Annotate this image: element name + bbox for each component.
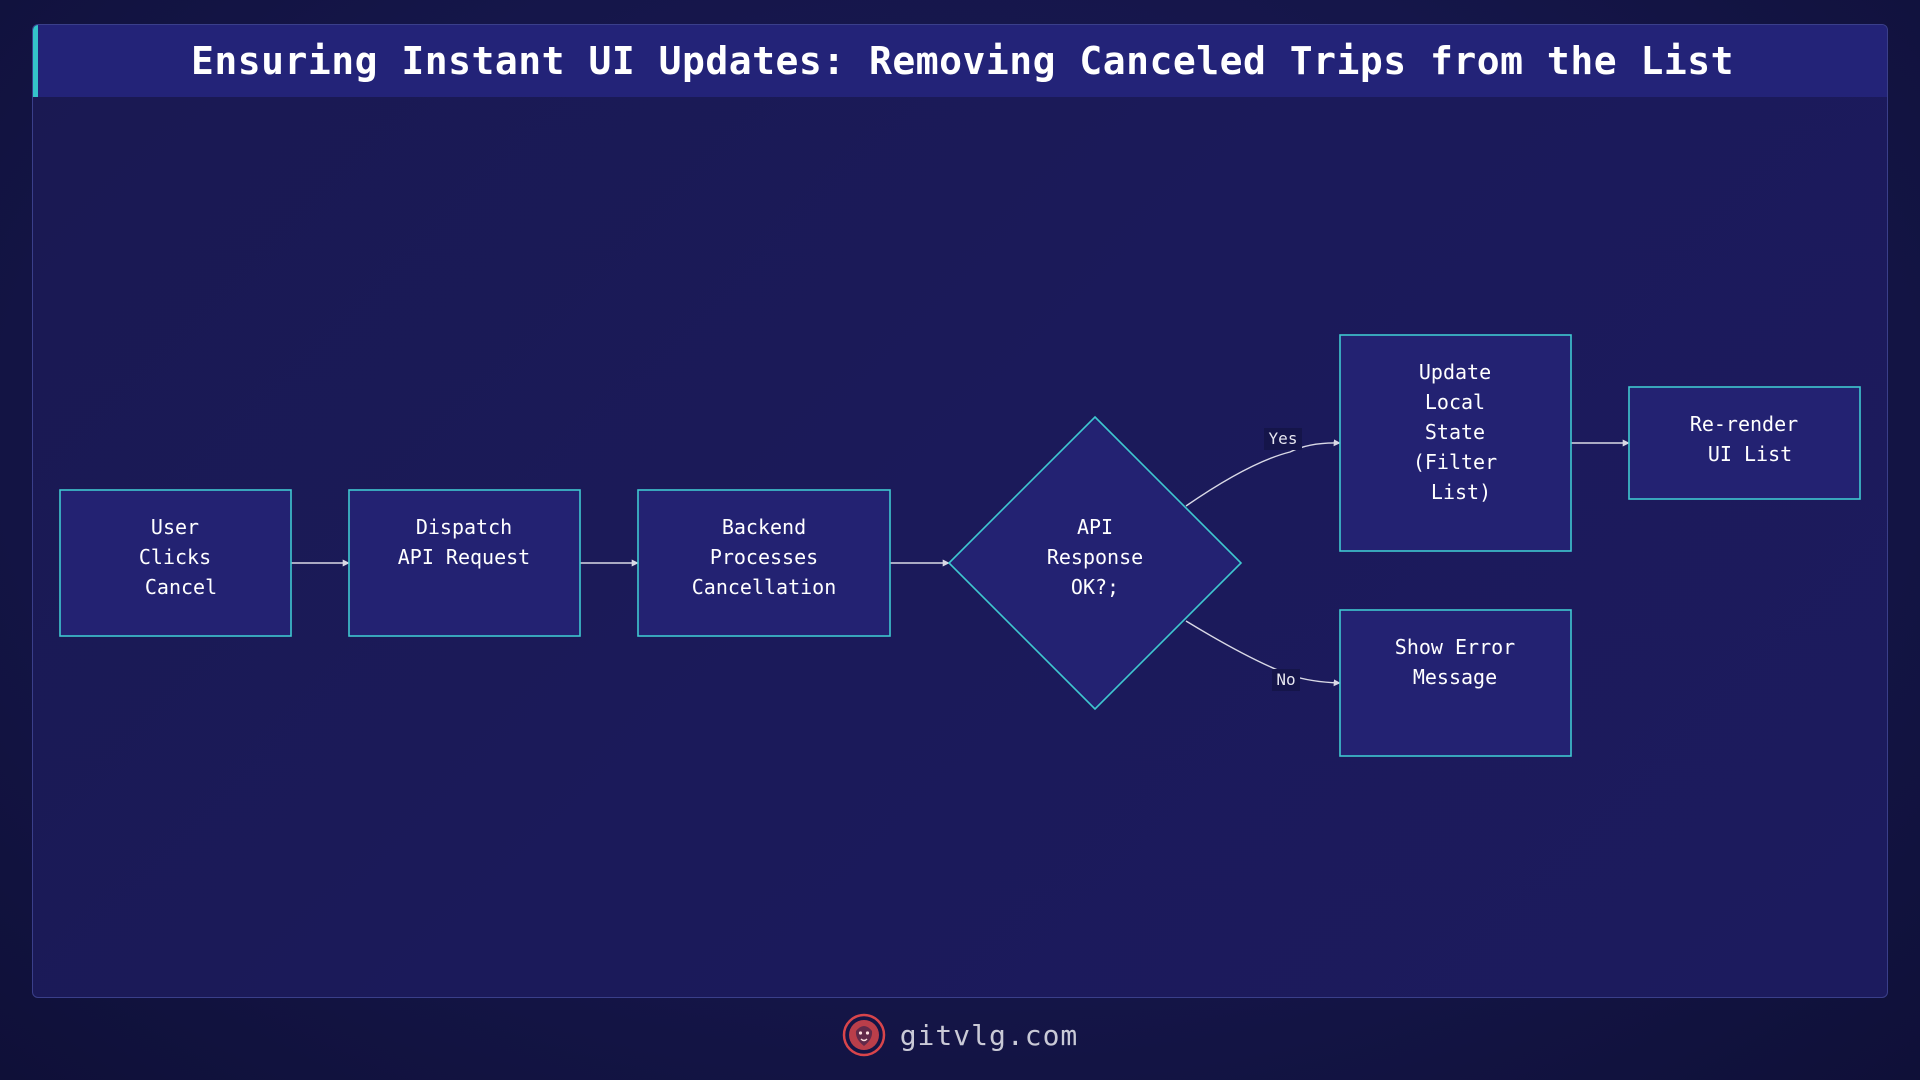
edge-api-response-ok-to-update-local-state [1185,439,1341,507]
edge-label-no: No [1272,669,1300,691]
node-label-line: Processes [710,545,818,569]
node-label-line: (Filter [1413,450,1497,474]
process-box [1339,609,1572,757]
process-box [1628,386,1861,500]
node-label-line: Re-render [1690,412,1798,436]
process-box [59,489,292,637]
process-box [637,489,891,637]
node-re-render-ui-list: Re-render UI List [1628,386,1861,500]
node-label-line: Clicks [139,545,211,569]
node-label-line: User [151,515,199,539]
node-label-line: OK?; [1071,575,1119,599]
node-label-line: Message [1413,665,1497,689]
edges-layer [291,439,1630,687]
node-label-line: Cancel [133,575,217,599]
edge-label-yes: Yes [1264,428,1302,450]
node-label-line: Response [1047,545,1143,569]
node-label-line: API Request [398,545,530,569]
node-label-line: API [1077,515,1113,539]
node-label-line: Update [1419,360,1491,384]
footer-site-text: gitvlg.com [899,1018,1079,1052]
footer: gitvlg.com [0,1010,1920,1060]
decision-diamond [947,415,1243,711]
node-label-line: Show Error [1395,635,1515,659]
node-label-line: List) [1419,480,1491,504]
lion-head-icon [842,1013,885,1057]
process-box [348,489,581,637]
edge-label-bg [1272,669,1300,691]
node-label-line: State [1425,420,1485,444]
node-label-line: Local [1425,390,1485,414]
node-label-line: Dispatch [416,515,512,539]
node-label-line: Backend [722,515,806,539]
process-box [1339,334,1572,552]
title-bar: Ensuring Instant UI Updates: Removing Ca… [33,25,1887,97]
diagram-title: Ensuring Instant UI Updates: Removing Ca… [191,39,1734,83]
node-label-line: UI List [1696,442,1792,466]
edge-label-text: Yes [1269,429,1298,448]
edge-label-bg [1264,428,1302,450]
edge-label-text: No [1276,670,1295,689]
edge-api-response-ok-to-show-error-message [1185,620,1341,687]
diagram-frame: Ensuring Instant UI Updates: Removing Ca… [32,24,1888,998]
node-label-line: Cancellation [692,575,837,599]
